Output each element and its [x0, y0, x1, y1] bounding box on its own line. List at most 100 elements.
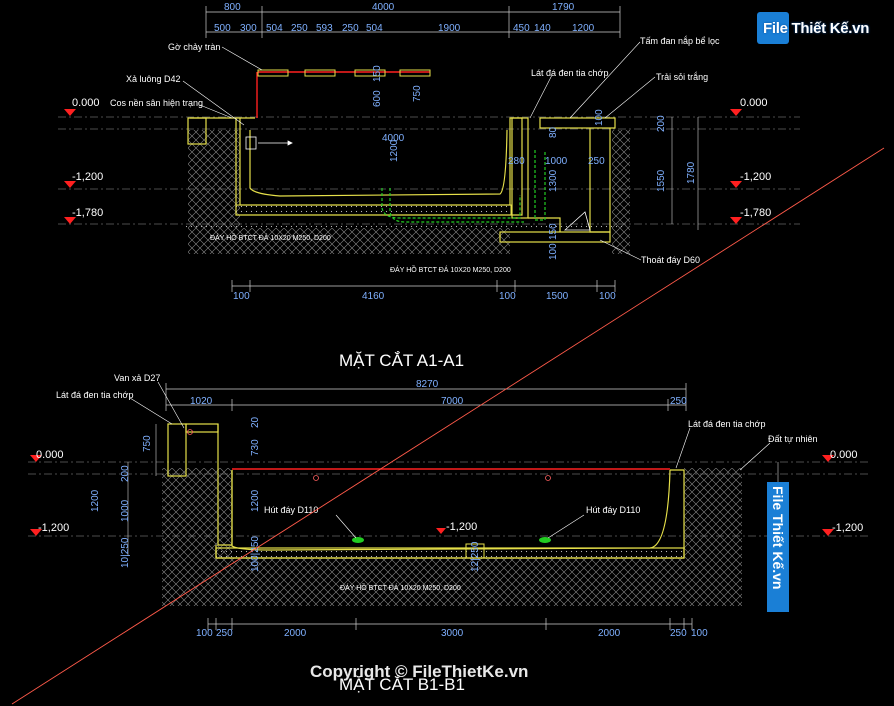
dim-a-4000: 4000 [372, 2, 395, 13]
dim-b-200: 200 [120, 465, 131, 482]
dim-a-1550: 1550 [656, 169, 667, 192]
dim-a-100b: 100 [548, 243, 559, 260]
label-dat-tu-nhien: Đất tự nhiên [768, 434, 818, 444]
dim-b-250: 250 [670, 396, 687, 407]
section-a-second-dims: 500 300 504 250 593 250 504 1900 450 140… [214, 23, 595, 34]
dim-b-100-250: 100|250 [250, 536, 261, 572]
dim-a-140: 140 [534, 23, 551, 34]
side-watermark-logo: File Thiết Kế.vn [767, 482, 789, 612]
level-b-left-1200: -1,200 [38, 522, 69, 534]
dim-a-80: 80 [548, 126, 559, 138]
level-a-left-1780: -1,780 [72, 207, 103, 219]
dim-b-b2000a: 2000 [284, 628, 307, 639]
label-xa-luong: Xả luông D42 [126, 74, 181, 84]
section-a-slab [235, 204, 512, 216]
label-tam-dan: Tấm đan nắp bể lọc [640, 36, 720, 46]
dim-b-12-250: 12|250 [470, 541, 481, 572]
dim-a-1000: 1000 [545, 156, 568, 167]
dim-b-inner-1200: 1200 [250, 489, 261, 512]
dim-a-250: 250 [291, 23, 308, 34]
level-marker-a-right [730, 109, 742, 224]
label-day-ho-b: ĐÁY HỒ BTCT ĐÁ 10X20 M250, D200 [340, 582, 461, 592]
label-van-xa: Van xả D27 [114, 373, 160, 383]
label-go-chay-tran: Gờ chảy tràn [168, 42, 220, 52]
dim-a-593: 593 [316, 23, 333, 34]
section-b-bottom-dim-line [207, 618, 693, 630]
label-lat-da-a: Lát đá đen tia chớp [531, 68, 608, 78]
section-b-markers [187, 429, 551, 481]
section-b1: 8270 1020 7000 250 0.000 -1,200 0.000 -1… [28, 373, 870, 694]
dim-b-b3000: 3000 [441, 628, 464, 639]
dim-b-7000: 7000 [441, 396, 464, 407]
dim-a-b100c: 100 [599, 291, 616, 302]
label-day-ho-a1: ĐÁY HỒ BTCT ĐÁ 10X20 M250, D200 [210, 232, 331, 242]
dim-a-150b: 150 [548, 223, 559, 240]
label-cos-nen: Cos nền sân hiện trạng [110, 98, 203, 108]
section-b-soil-hatch [162, 468, 742, 606]
dim-a-1200: 1200 [389, 139, 400, 162]
section-a-filter-box [245, 136, 591, 231]
level-a-left-1200: -1,200 [72, 171, 103, 183]
filethietke-logo: File Thiết Kế.vn [757, 12, 870, 44]
section-b-title: MẶT CẮT B1-B1 [339, 675, 465, 694]
section-b-leaders [129, 381, 771, 539]
dim-b-1020: 1020 [190, 396, 213, 407]
logo-text: File Thiết Kế.vn [763, 20, 870, 37]
level-b-right-1200: -1,200 [832, 522, 863, 534]
dim-a-b100b: 100 [499, 291, 516, 302]
dim-a-600: 600 [372, 90, 383, 107]
dim-b-b100a: 100 [196, 628, 213, 639]
dim-a-200: 200 [656, 115, 667, 132]
dim-a-500: 500 [214, 23, 231, 34]
dim-a-1300: 1300 [548, 169, 559, 192]
label-hut-day-1: Hút đáy D110 [264, 505, 318, 515]
label-trai-soi: Trải sỏi trắng [656, 72, 708, 82]
level-marker-a-left [64, 109, 76, 224]
dim-b-b250a: 250 [216, 628, 233, 639]
section-a-vertical-dim-lines [671, 117, 699, 230]
level-b-mid-1200: -1,200 [446, 521, 477, 533]
dim-a-280: 280 [508, 156, 525, 167]
section-a-top-dimensions [205, 6, 621, 38]
dim-b-1000: 1000 [120, 499, 131, 522]
side-logo-text: File Thiết Kế.vn [770, 486, 786, 590]
dim-b-750: 750 [142, 435, 153, 452]
level-b-left-0: 0.000 [36, 449, 64, 461]
section-a-leaders [182, 41, 656, 261]
level-a-right-0: 0.000 [740, 97, 768, 109]
dim-a-300: 300 [240, 23, 257, 34]
section-a-overflow-blocks [257, 69, 431, 77]
dim-b-1200: 1200 [90, 489, 101, 512]
dim-a-750: 750 [412, 85, 423, 102]
level-marker-b [30, 455, 834, 536]
section-a-bottom-dim-line [231, 280, 616, 292]
dim-b-730: 730 [250, 439, 261, 456]
dim-b-b250b: 250 [670, 628, 687, 639]
diagonal-reference-line [11, 147, 885, 705]
label-day-ho-a2: ĐÁY HỒ BTCT ĐÁ 10X20 M250, D200 [390, 264, 511, 274]
level-b-right-0: 0.000 [830, 449, 858, 461]
dim-a-504: 504 [266, 23, 283, 34]
dim-a-b1500: 1500 [546, 291, 569, 302]
dim-a-1200: 1200 [572, 23, 595, 34]
dim-a-450: 450 [513, 23, 530, 34]
label-thoat-day: Thoát đáy D60 [641, 255, 700, 265]
dim-a-1900: 1900 [438, 23, 461, 34]
section-a-overflow [256, 71, 430, 118]
dim-a-1780: 1780 [686, 161, 697, 184]
dim-a-100: 100 [594, 109, 605, 126]
label-lat-da-b-right: Lát đá đen tia chớp [688, 419, 765, 429]
section-a-pipes [381, 150, 546, 223]
dim-b-8270: 8270 [416, 379, 439, 390]
label-lat-da-b-left: Lát đá đen tia chớp [56, 390, 133, 400]
section-b-top-dim-lines [165, 383, 687, 411]
dim-a-b100a: 100 [233, 291, 250, 302]
dim-a-b4160: 4160 [362, 291, 385, 302]
dim-a-inner-4000: 4000 [382, 133, 405, 144]
level-a-left-0: 0.000 [72, 97, 100, 109]
section-a-title: MẶT CẮT A1-A1 [339, 351, 464, 370]
label-hut-day-2: Hút đáy D110 [586, 505, 640, 515]
logo-badge [757, 12, 789, 44]
